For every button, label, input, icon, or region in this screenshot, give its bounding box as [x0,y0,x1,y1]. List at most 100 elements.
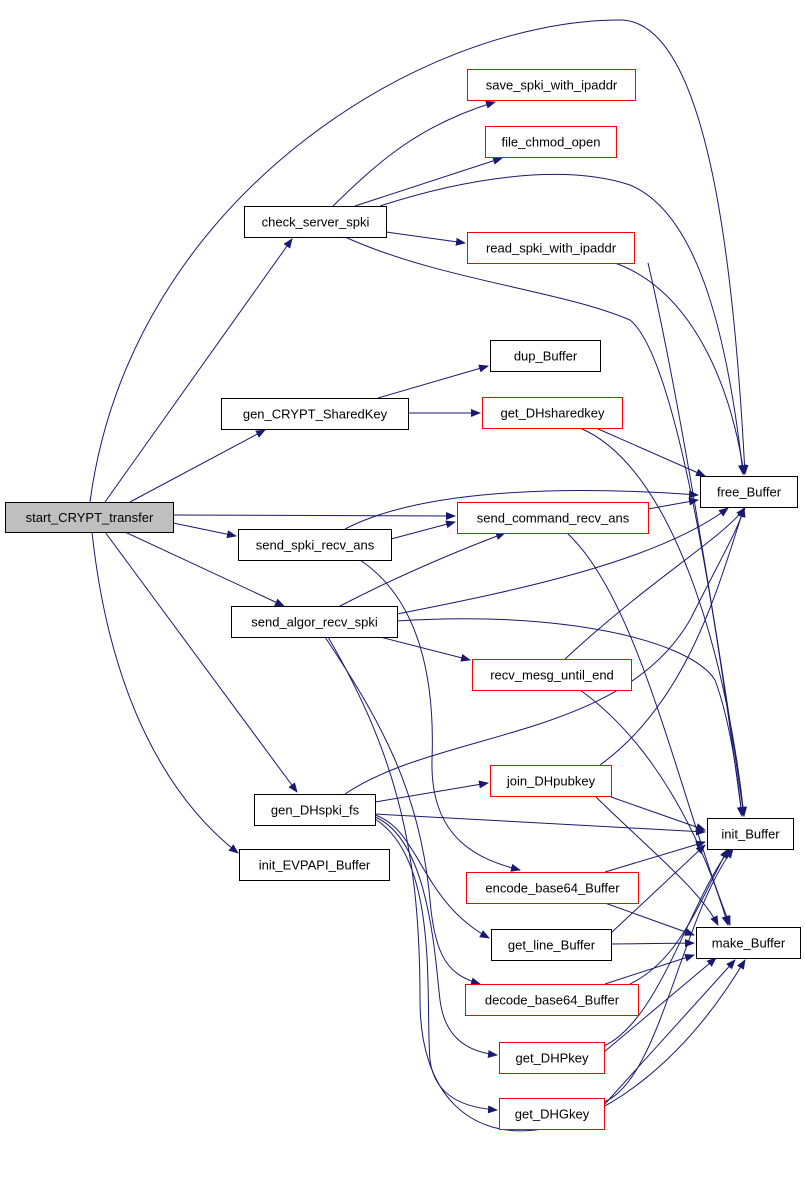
node-box[interactable] [482,397,623,429]
node-box[interactable] [221,398,409,430]
edge-recv_mesg_until_end-to-make_Buffer [579,689,730,926]
edge-gen_CRYPT_SharedKey-to-dup_Buffer [377,364,489,399]
node-label: send_command_recv_ans [477,511,630,526]
node-label: init_EVPAPI_Buffer [259,858,371,873]
edge-send_algor_recv_spki-to-make_Buffer [327,636,746,1132]
node-check-server-spki[interactable]: check_server_spki [244,206,387,238]
node-box[interactable] [231,606,398,638]
edge-send_command_recv_ans-to-free_Buffer [647,497,699,510]
edge-start_CRYPT_transfer-to-send_algor_recv_spki [124,531,285,607]
edge-send_algor_recv_spki-to-free_Buffer [396,507,729,615]
edge-gen_DHspki_fs-to-free_Buffer [344,507,746,795]
edge-encode_base64_Buffer-to-init_Buffer [604,840,706,873]
edge-join_DHpubkey-to-free_Buffer [599,507,745,766]
node-get-dhsharedkey[interactable]: get_DHsharedkey [482,397,623,429]
node-label: file_chmod_open [501,135,600,150]
node-get-line-buffer[interactable]: get_line_Buffer [491,929,612,961]
edges-layer [89,19,749,1132]
edge-check_server_spki-to-read_spki_with_ipaddr [385,231,466,246]
edge-gen_DHspki_fs-to-get_line_Buffer [374,814,490,939]
node-label: join_DHpubkey [506,774,596,789]
node-box[interactable] [490,765,612,797]
edge-join_DHpubkey-to-init_Buffer [610,796,706,831]
node-file-chmod-open[interactable]: file_chmod_open [485,126,617,158]
edge-get_line_Buffer-to-init_Buffer [610,844,706,934]
node-join-dhpubkey[interactable]: join_DHpubkey [490,765,612,797]
node-label: gen_CRYPT_SharedKey [243,407,388,422]
edge-start_CRYPT_transfer-to-send_command_recv_ans [172,511,456,520]
node-send-spki-recv-ans[interactable]: send_spki_recv_ans [238,529,392,561]
edge-gen_DHspki_fs-to-get_DHGkey [374,818,498,1114]
node-start-crypt-transfer[interactable]: start_CRYPT_transfer [5,502,174,533]
edge-start_CRYPT_transfer-to-init_EVPAPI_Buffer [91,531,239,854]
node-label: save_spki_with_ipaddr [486,78,618,93]
node-box[interactable] [491,929,612,961]
edge-recv_mesg_until_end-to-free_Buffer [564,507,746,660]
edge-gen_DHspki_fs-to-join_DHpubkey [374,780,489,803]
node-box[interactable] [5,502,174,533]
node-label: free_Buffer [717,485,782,500]
node-get-dhpkey[interactable]: get_DHPkey [499,1042,605,1074]
node-box[interactable] [485,126,617,158]
node-free-buffer[interactable]: free_Buffer [700,476,798,508]
node-label: get_line_Buffer [508,938,596,953]
node-box[interactable] [700,476,798,508]
node-box[interactable] [254,794,376,826]
node-box[interactable] [465,984,639,1016]
edge-send_algor_recv_spki-to-send_command_recv_ans [339,532,506,607]
node-label: send_spki_recv_ans [256,538,375,553]
node-box[interactable] [457,502,649,534]
node-label: encode_base64_Buffer [485,881,620,896]
node-encode-base64-buffer[interactable]: encode_base64_Buffer [466,872,639,904]
node-label: get_DHsharedkey [500,406,605,421]
edge-gen_DHspki_fs-to-init_Buffer [374,813,706,836]
node-init-buffer[interactable]: init_Buffer [707,818,794,850]
edge-send_command_recv_ans-to-make_Buffer [566,532,731,926]
nodes-layer: start_CRYPT_transfer check_server_spkigen… [5,69,801,1130]
node-label: get_DHGkey [515,1107,590,1122]
node-label: recv_mesg_until_end [490,668,614,683]
node-init-evpapi-buffer[interactable]: init_EVPAPI_Buffer [239,849,390,881]
node-gen-crypt-sharedkey[interactable]: gen_CRYPT_SharedKey [221,398,409,430]
edge-send_spki_recv_ans-to-free_Buffer [344,490,699,530]
node-get-dhgkey[interactable]: get_DHGkey [499,1098,605,1130]
node-label: decode_base64_Buffer [485,993,620,1008]
node-label: check_server_spki [262,215,370,230]
edge-start_CRYPT_transfer-to-send_spki_recv_ans [172,522,237,539]
node-send-algor-recv-spki[interactable]: send_algor_recv_spki [231,606,398,638]
edge-get_DHsharedkey-to-init_Buffer [579,427,748,817]
node-box[interactable] [472,659,632,691]
edge-read_spki_with_ipaddr-to-init_Buffer [647,262,747,817]
node-box[interactable] [490,340,601,372]
node-dup-buffer[interactable]: dup_Buffer [490,340,601,372]
node-label: read_spki_with_ipaddr [486,241,617,256]
node-box[interactable] [707,818,794,850]
node-box[interactable] [239,849,390,881]
edge-get_DHGkey-to-make_Buffer [603,959,736,1106]
edge-send_spki_recv_ans-to-send_command_recv_ans [390,520,456,540]
node-box[interactable] [238,529,392,561]
node-box[interactable] [467,232,635,264]
node-box[interactable] [499,1042,605,1074]
node-label: start_CRYPT_transfer [26,510,154,525]
node-decode-base64-buffer[interactable]: decode_base64_Buffer [465,984,639,1016]
node-make-buffer[interactable]: make_Buffer [696,927,801,959]
edge-check_server_spki-to-free_Buffer [379,174,746,475]
node-box[interactable] [467,69,636,101]
edge-get_DHsharedkey-to-free_Buffer [595,427,706,477]
node-box[interactable] [244,206,387,238]
node-box[interactable] [499,1098,605,1130]
node-gen-dhspki-fs[interactable]: gen_DHspki_fs [254,794,376,826]
edge-read_spki_with_ipaddr-to-free_Buffer [614,262,747,475]
node-save-spki-with-ipaddr[interactable]: save_spki_with_ipaddr [467,69,636,101]
node-box[interactable] [466,872,639,904]
node-label: gen_DHspki_fs [271,803,360,818]
node-read-spki-with-ipaddr[interactable]: read_spki_with_ipaddr [467,232,635,264]
node-recv-mesg-until-end[interactable]: recv_mesg_until_end [472,659,632,691]
node-label: send_algor_recv_spki [251,615,378,630]
node-box[interactable] [696,927,801,959]
edge-check_server_spki-to-file_chmod_open [354,156,503,207]
edge-send_algor_recv_spki-to-decode_base64_Buffer [324,636,481,986]
node-send-command-recv-ans[interactable]: send_command_recv_ans [457,502,649,534]
